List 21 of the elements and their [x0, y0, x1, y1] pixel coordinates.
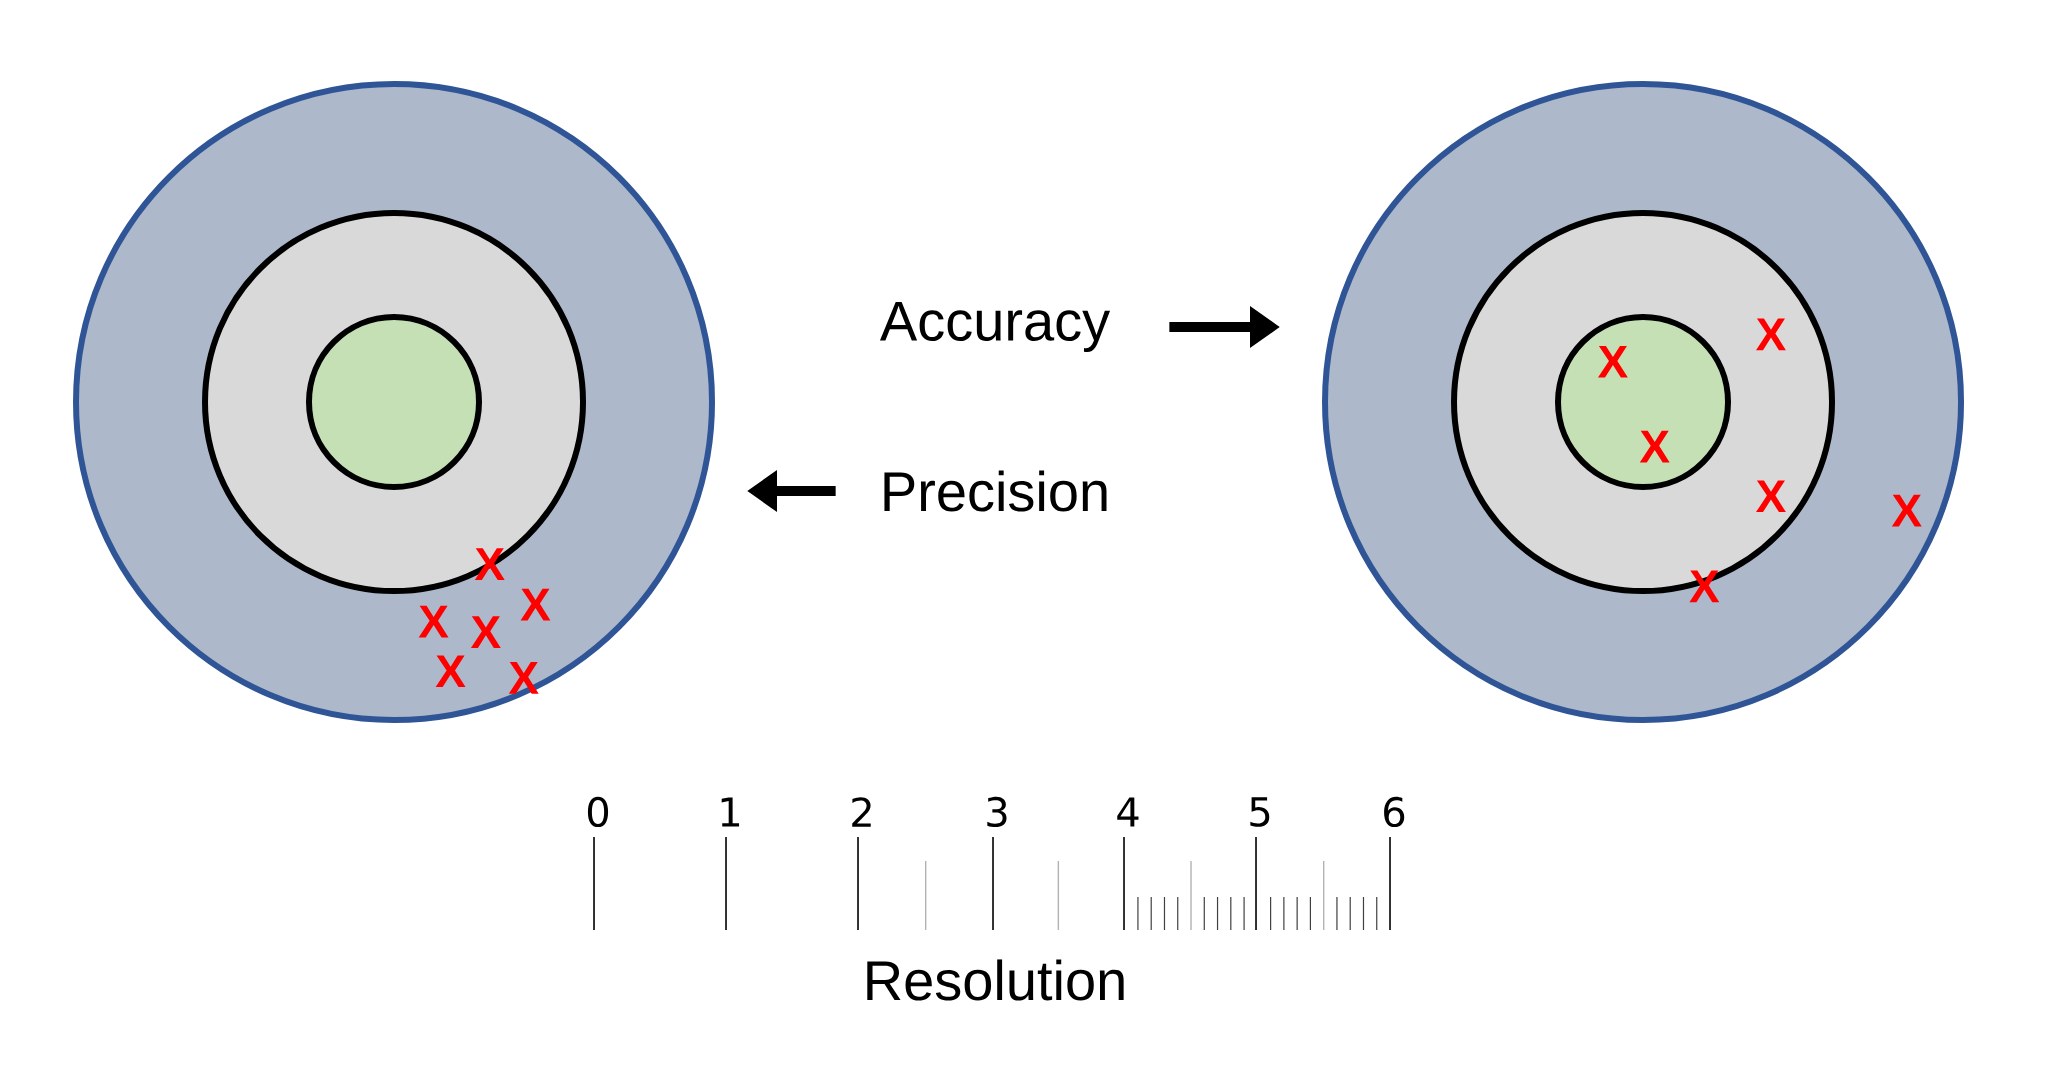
- scale-number: 2: [852, 797, 871, 827]
- cross-mark: X: [520, 588, 551, 621]
- scale-number: 4: [1117, 797, 1139, 827]
- scale-number: 5: [1250, 797, 1270, 827]
- text-label: Precision: [884, 470, 1107, 512]
- cross-mark: X: [1598, 345, 1628, 378]
- scale-number: 6: [1384, 796, 1405, 828]
- target-circle: [1555, 314, 1731, 490]
- text-label: Accuracy: [880, 301, 1111, 353]
- cross-mark: X: [418, 605, 449, 638]
- target-circle: [306, 314, 482, 490]
- cross-mark: X: [1756, 480, 1786, 513]
- cross-mark: X: [508, 662, 539, 694]
- cross-mark: X: [1639, 430, 1670, 463]
- scale-number: 0: [587, 796, 609, 828]
- scale-number: 1: [721, 797, 740, 827]
- cross-mark: X: [470, 616, 501, 648]
- scale-number: 3: [987, 796, 1007, 828]
- cross-mark: X: [1891, 494, 1922, 527]
- cross-mark: X: [435, 655, 466, 688]
- axis-title: Resolution: [867, 959, 1124, 1001]
